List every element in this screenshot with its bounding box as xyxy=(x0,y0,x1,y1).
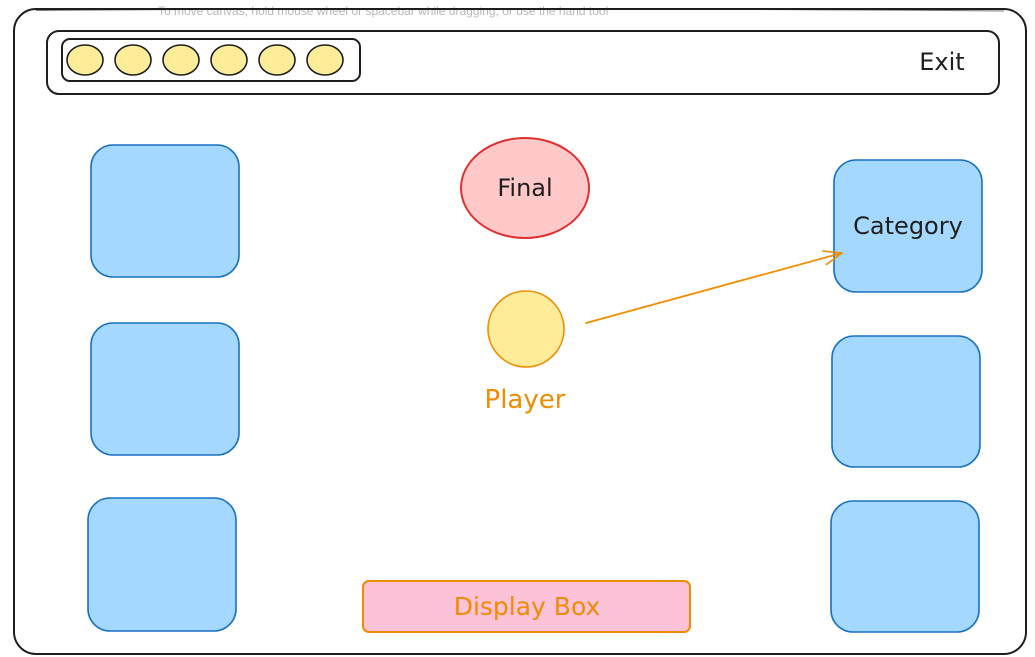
lives-group xyxy=(66,44,344,76)
left-tile-3[interactable] xyxy=(87,497,237,632)
display-box-label: Display Box xyxy=(454,592,601,621)
final-label: Final xyxy=(497,174,552,202)
life-token xyxy=(306,44,344,76)
lives-container xyxy=(61,38,361,82)
right-tile-2[interactable] xyxy=(831,335,981,468)
left-tile-2[interactable] xyxy=(90,322,240,456)
category-tile[interactable] xyxy=(833,159,983,293)
right-tile-3[interactable] xyxy=(830,500,980,633)
screen-frame-sketch-line xyxy=(35,8,1005,12)
life-token xyxy=(210,44,248,76)
category-label: Category xyxy=(853,212,963,240)
player-label: Player xyxy=(485,385,566,415)
player-token[interactable] xyxy=(487,290,565,368)
canvas-hint: To move canvas, hold mouse wheel or spac… xyxy=(158,4,609,18)
life-token xyxy=(258,44,296,76)
player-to-category-arrow[interactable] xyxy=(585,250,843,324)
exit-button[interactable]: Exit xyxy=(919,48,964,76)
life-token xyxy=(66,44,104,76)
display-box[interactable] xyxy=(362,580,691,633)
life-token xyxy=(162,44,200,76)
header-bar[interactable] xyxy=(46,30,1000,95)
left-tile-1[interactable] xyxy=(90,144,240,278)
final-ellipse[interactable] xyxy=(460,137,590,239)
life-token xyxy=(114,44,152,76)
